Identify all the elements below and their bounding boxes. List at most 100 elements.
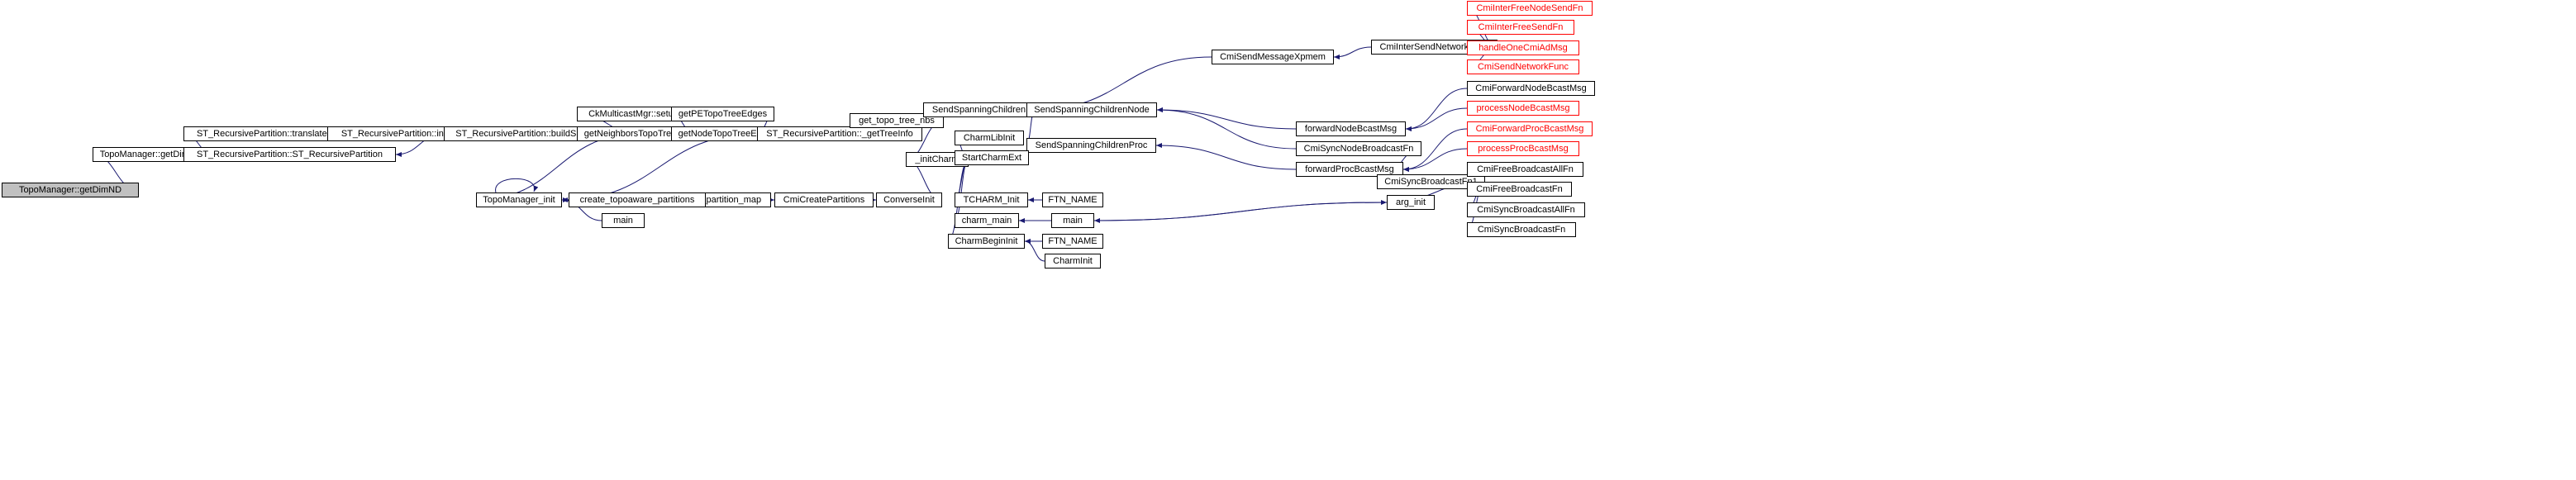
graph-edge bbox=[1093, 202, 1388, 223]
graph-node-label: create_partition_map bbox=[675, 194, 762, 205]
graph-node-label: TopoManager::getDimSize bbox=[99, 149, 207, 159]
graph-node-label: ST_RecursivePartition::_getTreeInfo bbox=[766, 128, 913, 139]
graph-node-label: ConverseInit bbox=[883, 194, 935, 205]
graph-node-label: CmiSyncBroadcastFn1 bbox=[1384, 176, 1478, 187]
graph-edge bbox=[1155, 143, 1297, 170]
graph-node[interactable]: CmiSyncBroadcastFn bbox=[1467, 222, 1576, 237]
graph-node-label: main bbox=[1063, 215, 1083, 226]
graph-node[interactable]: CmiForwardNodeBcastMsg bbox=[1467, 81, 1595, 96]
graph-node-label: TopoManager_init bbox=[483, 194, 555, 205]
graph-node[interactable]: CharmInit bbox=[1045, 254, 1101, 269]
graph-edge bbox=[1333, 46, 1372, 59]
graph-edge-self-loop bbox=[495, 178, 539, 193]
graph-node-label: getPETopoTreeEdges bbox=[678, 108, 768, 119]
graph-edge bbox=[1156, 107, 1297, 150]
graph-node[interactable]: ST_RecursivePartition::ST_RecursiveParti… bbox=[183, 147, 396, 162]
graph-node[interactable]: CharmBeginInit bbox=[948, 234, 1025, 249]
graph-edge bbox=[1156, 107, 1297, 130]
graph-node-label: CharmInit bbox=[1053, 255, 1093, 266]
graph-node-label: ST_RecursivePartition::translateCoordina… bbox=[196, 128, 377, 139]
graph-node-label: CmiForwardNodeBcastMsg bbox=[1475, 83, 1587, 93]
graph-node-label: CkMulticastMgr::setup bbox=[588, 108, 679, 119]
graph-node-label: CmiInterFreeSendFn bbox=[1478, 21, 1564, 32]
graph-node[interactable]: CmiSyncNodeBroadcastFn bbox=[1296, 141, 1421, 156]
graph-node[interactable]: forwardProcBcastMsg bbox=[1296, 162, 1403, 177]
graph-node-label: main bbox=[613, 215, 633, 226]
graph-node-label: processNodeBcastMsg bbox=[1476, 102, 1570, 113]
graph-node-label: StartCharmExt bbox=[961, 152, 1022, 163]
graph-edge bbox=[1093, 200, 1388, 221]
graph-node-label: CmiSyncBroadcastAllFn bbox=[1477, 204, 1575, 215]
graph-node-label: TCHARM_Init bbox=[963, 194, 1020, 205]
graph-node-label: CmiInterFreeNodeSendFn bbox=[1476, 2, 1583, 13]
graph-node[interactable]: CmiFreeBroadcastAllFn bbox=[1467, 162, 1583, 177]
graph-node[interactable]: CmiInterFreeNodeSendFn bbox=[1467, 1, 1593, 16]
graph-node[interactable]: CmiForwardProcBcastMsg bbox=[1467, 121, 1593, 136]
graph-node-label: charm_main bbox=[961, 215, 1012, 226]
graph-node[interactable]: processProcBcastMsg bbox=[1467, 141, 1579, 156]
graph-node-label: FTN_NAME bbox=[1048, 235, 1098, 246]
graph-node[interactable]: TCHARM_Init bbox=[955, 192, 1028, 207]
graph-node[interactable]: processNodeBcastMsg bbox=[1467, 101, 1579, 116]
graph-node[interactable]: charm_main bbox=[955, 213, 1019, 228]
graph-node-label: TopoManager::getDimND bbox=[18, 184, 122, 195]
graph-node[interactable]: main bbox=[1051, 213, 1094, 228]
graph-node-label: CmiForwardProcBcastMsg bbox=[1475, 123, 1584, 134]
graph-node[interactable]: ST_RecursivePartition::_getTreeInfo bbox=[757, 126, 922, 141]
graph-node-label: FTN_NAME bbox=[1048, 194, 1098, 205]
graph-node-label: SendSpanningChildrenNode bbox=[1034, 104, 1150, 115]
graph-node[interactable]: CmiCreatePartitions bbox=[774, 192, 874, 207]
graph-node-label: ST_RecursivePartition::ST_RecursiveParti… bbox=[197, 149, 383, 159]
graph-node[interactable]: CkMulticastMgr::setup bbox=[577, 107, 690, 121]
graph-node[interactable]: CharmLibInit bbox=[955, 131, 1024, 145]
graph-node[interactable]: getPETopoTreeEdges bbox=[671, 107, 774, 121]
graph-node[interactable]: handleOneCmiAdMsg bbox=[1467, 40, 1579, 55]
graph-node[interactable]: TopoManager_init bbox=[476, 192, 562, 207]
graph-node-label: arg_init bbox=[1395, 197, 1426, 207]
graph-node-label: CmiSyncBroadcastFn bbox=[1477, 224, 1566, 235]
graph-node-label: CmiInterSendNetworkFunc bbox=[1379, 41, 1489, 52]
graph-node[interactable]: CmiSendNetworkFunc bbox=[1467, 59, 1579, 74]
graph-node[interactable]: main bbox=[602, 213, 645, 228]
graph-node[interactable]: forwardNodeBcastMsg bbox=[1296, 121, 1406, 136]
graph-edge bbox=[475, 131, 640, 201]
graph-node-label: CmiSyncNodeBroadcastFn bbox=[1303, 143, 1414, 154]
graph-node-label: SendSpanningChildrenProc bbox=[1035, 140, 1148, 150]
graph-node-label: SendSpanningChildren bbox=[931, 104, 1026, 115]
graph-node-label: ST_RecursivePartition::buildSpanningTree bbox=[455, 128, 627, 139]
graph-node[interactable]: create_topoaware_partitions bbox=[569, 192, 706, 207]
graph-node[interactable]: get_topo_tree_nbs bbox=[850, 113, 944, 128]
graph-node-label: CmiSendMessageXpmem bbox=[1220, 51, 1326, 62]
graph-edge bbox=[954, 157, 969, 221]
graph-node-label: forwardNodeBcastMsg bbox=[1304, 123, 1398, 134]
graph-node[interactable]: TopoManager::getDimND bbox=[2, 183, 139, 197]
graph-edge bbox=[561, 131, 758, 201]
graph-node-label: CmiSendNetworkFunc bbox=[1477, 61, 1569, 72]
graph-edge bbox=[1405, 88, 1468, 131]
graph-node-label: getNeighborsTopoTree_R bbox=[583, 128, 688, 139]
graph-node[interactable]: SendSpanningChildren bbox=[923, 102, 1035, 117]
graph-node[interactable]: getNeighborsTopoTree_R bbox=[577, 126, 695, 141]
graph-node-label: CmiCreatePartitions bbox=[783, 194, 865, 205]
graph-node-label: forwardProcBcastMsg bbox=[1305, 164, 1394, 174]
graph-node-label: getNodeTopoTreeEdges bbox=[678, 128, 777, 139]
graph-node[interactable]: SendSpanningChildrenNode bbox=[1026, 102, 1157, 117]
graph-node[interactable]: StartCharmExt bbox=[955, 150, 1029, 165]
graph-node[interactable]: CmiSyncBroadcastAllFn bbox=[1467, 202, 1585, 217]
graph-node-label: get_topo_tree_nbs bbox=[859, 115, 935, 126]
graph-node[interactable]: _initCharm bbox=[906, 152, 969, 167]
graph-node[interactable]: ConverseInit bbox=[876, 192, 942, 207]
graph-node-label: processProcBcastMsg bbox=[1478, 143, 1569, 154]
graph-node[interactable]: CmiFreeBroadcastFn bbox=[1467, 182, 1572, 197]
graph-node[interactable]: FTN_NAME bbox=[1042, 192, 1103, 207]
graph-node[interactable]: CmiSendMessageXpmem bbox=[1212, 50, 1334, 64]
graph-node[interactable]: SendSpanningChildrenProc bbox=[1026, 138, 1156, 153]
graph-node[interactable]: FTN_NAME bbox=[1042, 234, 1103, 249]
graph-node-label: ST_RecursivePartition::initPhyNodes bbox=[340, 128, 491, 139]
graph-node[interactable]: arg_init bbox=[1387, 195, 1435, 210]
graph-node[interactable]: CmiInterFreeSendFn bbox=[1467, 20, 1574, 35]
graph-node-label: CmiFreeBroadcastAllFn bbox=[1477, 164, 1574, 174]
graph-node-label: CmiFreeBroadcastFn bbox=[1476, 183, 1563, 194]
